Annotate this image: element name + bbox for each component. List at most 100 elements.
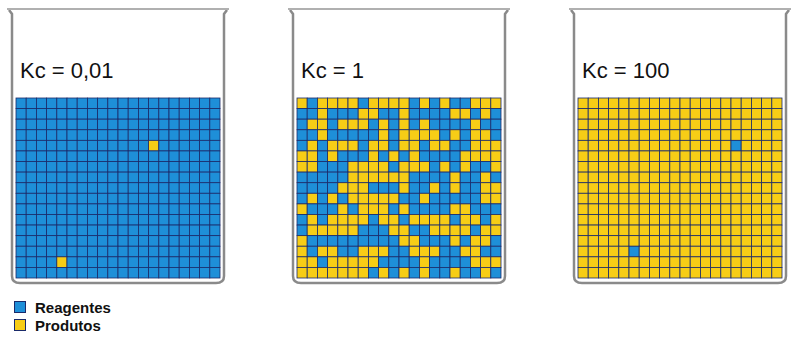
particle-cell — [128, 236, 138, 247]
particle-cell — [440, 172, 450, 183]
particle-cell — [179, 236, 189, 247]
particle-cell — [77, 151, 87, 162]
particle-cell — [47, 98, 57, 109]
particle-cell — [690, 257, 700, 268]
particle-cell — [36, 267, 46, 278]
particle-cell — [26, 130, 36, 141]
particle-cell — [98, 183, 108, 194]
particle-cell — [36, 109, 46, 120]
particle-cell — [98, 193, 108, 204]
particle-cell — [629, 172, 639, 183]
legend-swatch — [14, 301, 26, 313]
particle-cell — [419, 98, 429, 109]
particle-cell — [338, 267, 348, 278]
particle-cell — [138, 214, 148, 225]
particle-cell — [578, 246, 588, 257]
particle-cell — [460, 162, 470, 173]
particle-cell — [98, 109, 108, 120]
particle-cell — [67, 119, 77, 130]
particle-cell — [598, 151, 608, 162]
particle-cell — [348, 109, 358, 120]
particle-cell — [430, 130, 440, 141]
particle-cell — [578, 172, 588, 183]
equilibrium-constant: Kc = 100 — [580, 58, 671, 84]
particle-cell — [491, 214, 501, 225]
particle-cell — [491, 162, 501, 173]
particle-cell — [430, 98, 440, 109]
particle-cell — [700, 109, 710, 120]
particle-cell — [317, 162, 327, 173]
particle-cell — [690, 214, 700, 225]
particle-cell — [159, 151, 169, 162]
particle-cell — [741, 162, 751, 173]
particle-cell — [450, 130, 460, 141]
particle-cell — [169, 183, 179, 194]
particle-cell — [307, 236, 317, 247]
particle-cell — [450, 193, 460, 204]
particle-cell — [67, 236, 77, 247]
particle-cell — [670, 140, 680, 151]
particle-cell — [118, 204, 128, 215]
particle-cell — [118, 225, 128, 236]
particle-cell — [598, 236, 608, 247]
particle-cell — [169, 119, 179, 130]
legend-swatch — [14, 319, 26, 331]
particle-cell — [297, 214, 307, 225]
particle-cell — [629, 183, 639, 194]
particle-cell — [629, 109, 639, 120]
particle-cell — [470, 236, 480, 247]
beaker: Kc = 0,01 — [6, 6, 230, 286]
particle-cell — [358, 257, 368, 268]
particle-cell — [368, 162, 378, 173]
particle-cell — [57, 109, 67, 120]
particle-cell — [649, 267, 659, 278]
particle-cell — [598, 172, 608, 183]
particle-cell — [409, 257, 419, 268]
particle-cell — [629, 193, 639, 204]
particle-cell — [430, 257, 440, 268]
particle-cell — [772, 98, 782, 109]
particle-cell — [430, 204, 440, 215]
particle-cell — [751, 183, 761, 194]
particle-cell — [368, 130, 378, 141]
beaker-wall — [571, 10, 789, 283]
particle-cell — [470, 109, 480, 120]
particle-cell — [419, 204, 429, 215]
particle-cell — [108, 225, 118, 236]
beaker-outline — [6, 6, 230, 286]
particle-cell — [338, 98, 348, 109]
particle-cell — [670, 162, 680, 173]
particle-cell — [200, 257, 210, 268]
particle-cell — [731, 151, 741, 162]
particle-cell — [189, 225, 199, 236]
particle-cell — [138, 225, 148, 236]
particle-cell — [772, 236, 782, 247]
particle-cell — [711, 225, 721, 236]
particle-cell — [16, 204, 26, 215]
particle-cell — [711, 140, 721, 151]
particle-cell — [419, 214, 429, 225]
particle-cell — [307, 193, 317, 204]
particle-cell — [77, 172, 87, 183]
particle-cell — [491, 140, 501, 151]
particle-cell — [609, 193, 619, 204]
particle-cell — [108, 119, 118, 130]
particle-cell — [57, 267, 67, 278]
particle-cell — [307, 246, 317, 257]
particle-cell — [348, 257, 358, 268]
particle-cell — [16, 140, 26, 151]
particle-cell — [700, 130, 710, 141]
particle-cell — [680, 267, 690, 278]
particle-cell — [159, 162, 169, 173]
particle-cell — [721, 267, 731, 278]
particle-cell — [149, 151, 159, 162]
particle-cell — [189, 267, 199, 278]
particle-cell — [588, 246, 598, 257]
particle-cell — [26, 214, 36, 225]
particle-cell — [649, 204, 659, 215]
particle-cell — [741, 236, 751, 247]
particle-cell — [711, 267, 721, 278]
particle-cell — [680, 257, 690, 268]
particle-cell — [440, 193, 450, 204]
particle-cell — [660, 98, 670, 109]
